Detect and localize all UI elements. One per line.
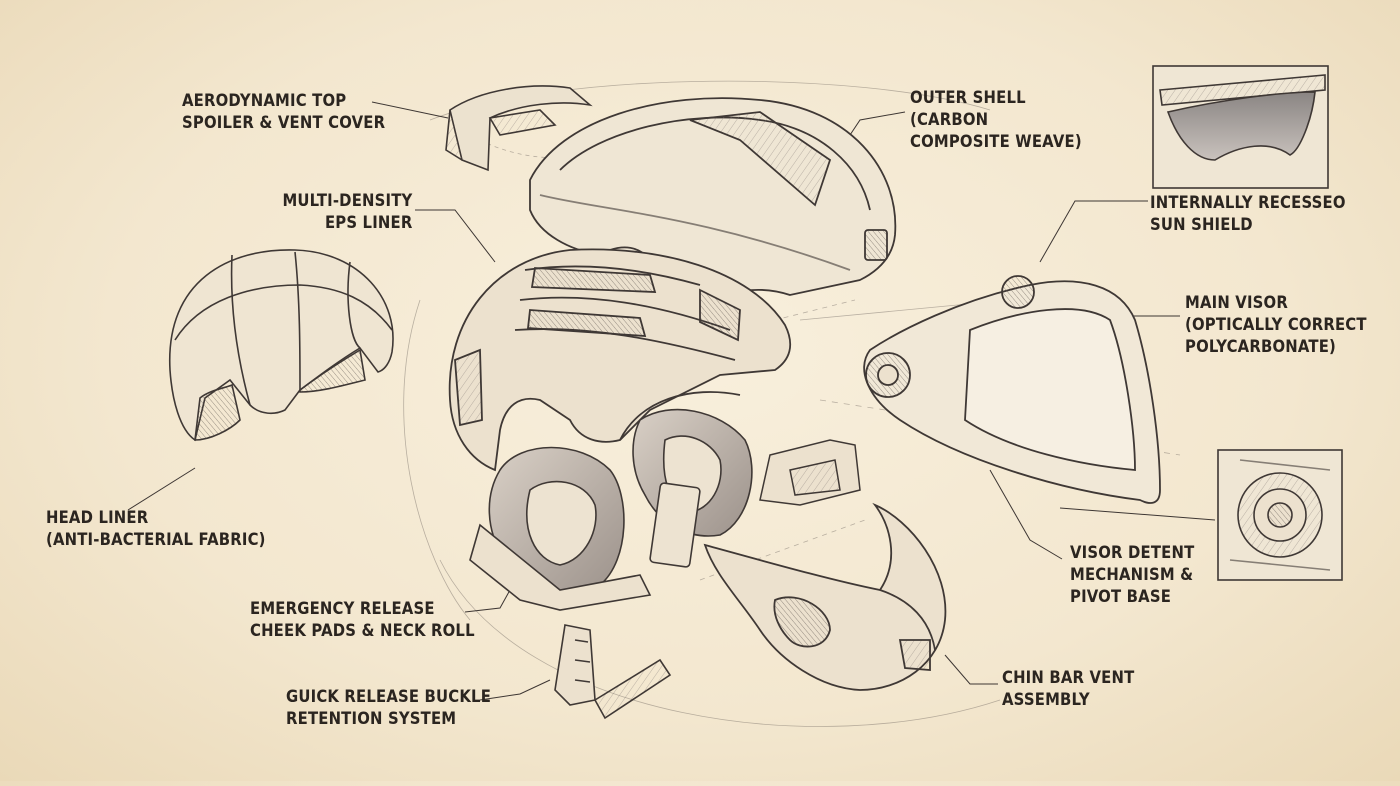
label-line: RETENTION SYSTEM <box>286 709 457 728</box>
label-main-visor: MAIN VISOR (OPTICALLY CORRECT POLYCARBON… <box>1185 292 1367 358</box>
label-line: ASSEMBLY <box>1002 690 1090 709</box>
label-line: EPS LINER <box>324 213 412 232</box>
label-line: VISOR DETENT <box>1070 543 1195 562</box>
label-line: INTERNALLY RECESSEO <box>1150 193 1346 212</box>
label-line: MECHANISM & <box>1070 565 1194 584</box>
label-line: (ANTI-BACTERIAL FABRIC) <box>46 530 266 549</box>
spoiler-sketch <box>445 85 593 172</box>
label-line: (OPTICALLY CORRECT <box>1185 315 1367 334</box>
label-outer-shell: OUTER SHELL (CARBON COMPOSITE WEAVE) <box>910 87 1082 153</box>
label-line: CHEEK PADS & NECK ROLL <box>250 621 475 640</box>
label-line: PIVOT BASE <box>1070 587 1172 606</box>
detent-inset <box>1217 449 1343 581</box>
label-visor-detent: VISOR DETENT MECHANISM & PIVOT BASE <box>1070 542 1194 608</box>
label-line: SUN SHIELD <box>1150 215 1253 234</box>
buckle-sketch <box>554 624 672 720</box>
label-spoiler: AERODYNAMIC TOP SPOILER & VENT COVER <box>182 90 385 134</box>
label-line: SPOILER & VENT COVER <box>182 113 386 132</box>
label-line: EMERGENCY RELEASE <box>250 599 435 618</box>
eps-liner-sketch <box>448 248 792 472</box>
label-line: GUICK RELEASE BUCKLE <box>286 687 492 706</box>
sun-shield-inset <box>1152 65 1329 189</box>
label-eps-liner: MULTI-DENSITY EPS LINER <box>282 190 412 234</box>
label-line: CHIN BAR VENT <box>1002 668 1135 687</box>
label-head-liner: HEAD LINER (ANTI-BACTERIAL FABRIC) <box>46 507 266 551</box>
label-line: POLYCARBONATE) <box>1185 337 1337 356</box>
label-line: (CARBON <box>910 110 989 129</box>
chin-bar-sketch <box>703 502 947 691</box>
label-line: AERODYNAMIC TOP <box>182 91 347 110</box>
cheek-pads-sketch <box>469 408 753 611</box>
label-cheek-pads: EMERGENCY RELEASE CHEEK PADS & NECK ROLL <box>250 598 475 642</box>
label-buckle: GUICK RELEASE BUCKLE RETENTION SYSTEM <box>286 686 491 730</box>
label-sun-shield: INTERNALLY RECESSEO SUN SHIELD <box>1150 192 1346 236</box>
label-line: OUTER SHELL <box>910 88 1026 107</box>
label-line: COMPOSITE WEAVE) <box>910 132 1082 151</box>
head-liner-sketch <box>169 249 394 442</box>
label-line: HEAD LINER <box>46 508 149 527</box>
label-line: MAIN VISOR <box>1185 293 1288 312</box>
main-visor-sketch <box>863 275 1161 504</box>
label-line: MULTI-DENSITY <box>281 191 412 210</box>
label-chin-bar: CHIN BAR VENT ASSEMBLY <box>1002 667 1134 711</box>
vent-insert-sketch <box>759 439 861 506</box>
